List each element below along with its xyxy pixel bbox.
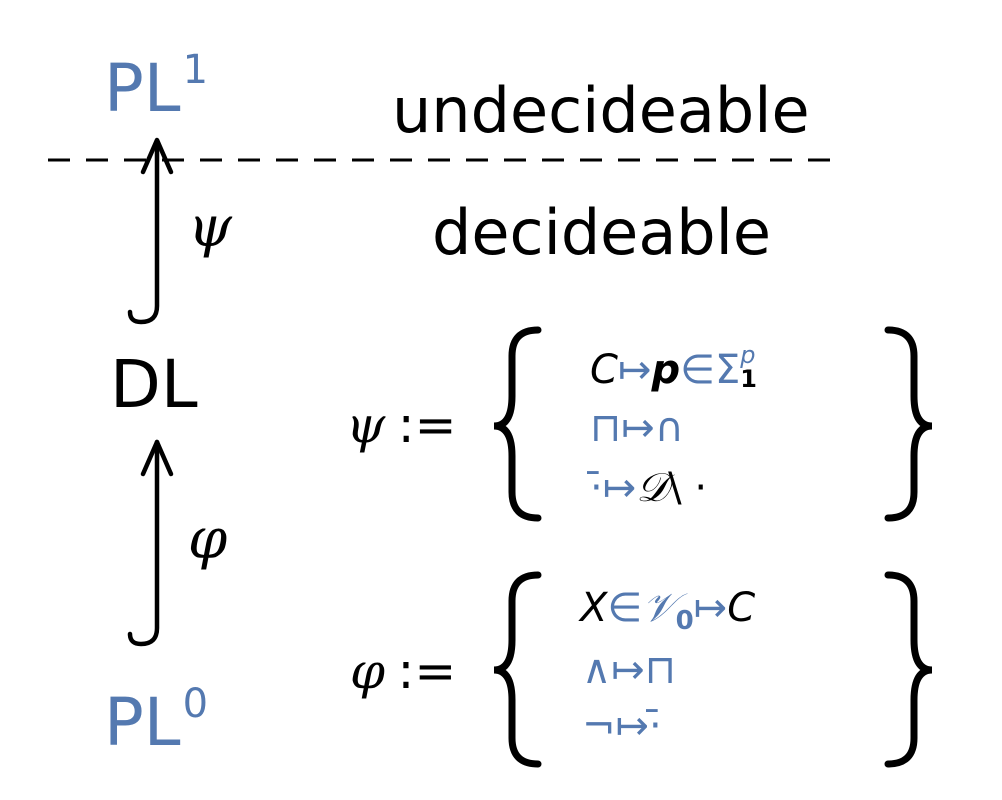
psi-rule1-sigma: Σ (714, 347, 741, 393)
psi-rule3-lhs: ·̄ (590, 465, 603, 511)
phi-rule3-rhs: ·̄ (649, 703, 662, 749)
psi-rule2-lhs: ⊓ (590, 405, 622, 451)
phi-definition-head: φ := (350, 646, 456, 696)
phi-right-brace (884, 571, 933, 768)
phi-assign: := (397, 642, 457, 700)
psi-assign: := (397, 396, 457, 454)
phi-rule1-lhs: X (580, 585, 608, 631)
pl1-logic: PL (104, 50, 181, 127)
phi-rule2-rhs: ⊓ (644, 647, 677, 693)
psi-rule1-maps: ↦ (617, 347, 652, 393)
phi-rule2-maps: ↦ (611, 647, 645, 693)
psi-definition-head: ψ := (346, 400, 456, 450)
psi-rule1-p: p (651, 347, 681, 393)
phi-rule1-set: 𝒱 (642, 585, 676, 631)
psi-rule1-in: ∈ (680, 347, 715, 393)
psi-rule3-maps: ↦ (602, 465, 637, 511)
undecidable-label: undecideable (392, 74, 810, 147)
psi-rule1-sup: p (740, 341, 756, 369)
phi-symbol: φ (350, 642, 386, 700)
pl0-logic: PL (104, 684, 181, 761)
phi-rule2-lhs: ∧ (582, 647, 612, 693)
phi-rule3-lhs: ¬ (582, 703, 616, 749)
psi-right-brace (884, 326, 933, 522)
pl1-node: PL1 (104, 50, 208, 122)
psi-rule-complement: ·̄↦𝒟\ · (590, 468, 707, 508)
phi-rule3-maps: ↦ (615, 703, 650, 749)
psi-rule2-maps: ↦ (621, 405, 655, 451)
pl1-order: 1 (182, 47, 209, 93)
pl0-node: PL0 (104, 684, 208, 756)
psi-rule3-rest: \ · (668, 465, 708, 511)
lower-arrow (127, 439, 174, 647)
decidable-label: decideable (432, 196, 772, 269)
phi-left-brace (493, 571, 542, 768)
phi-rule1-maps: ↦ (693, 585, 728, 631)
phi-rule-variable: X∈𝒱0↦C (580, 585, 756, 634)
psi-left-brace (493, 326, 542, 522)
psi-rule-conjunction: ⊓↦∩ (590, 408, 684, 448)
phi-rule1-rhs: C (727, 585, 756, 631)
upper-arrow (127, 137, 174, 325)
phi-rule1-sub: 0 (675, 606, 694, 636)
psi-rule2-rhs: ∩ (654, 405, 685, 451)
psi-rule1-lhs: C (590, 347, 618, 393)
phi-rule1-in: ∈ (607, 585, 643, 631)
phi-rule-negation: ¬↦·̄ (582, 706, 662, 746)
psi-rule1-sub: 1 (740, 365, 757, 393)
psi-symbol: ψ (346, 396, 386, 454)
dl-node: DL (110, 346, 198, 423)
psi-arrow-label: ψ (188, 195, 232, 260)
phi-rule-conjunction: ∧↦⊓ (582, 650, 676, 690)
pl0-order: 0 (182, 681, 209, 727)
phi-arrow-label: φ (188, 507, 228, 572)
psi-rule3-rhs: 𝒟 (636, 465, 669, 511)
